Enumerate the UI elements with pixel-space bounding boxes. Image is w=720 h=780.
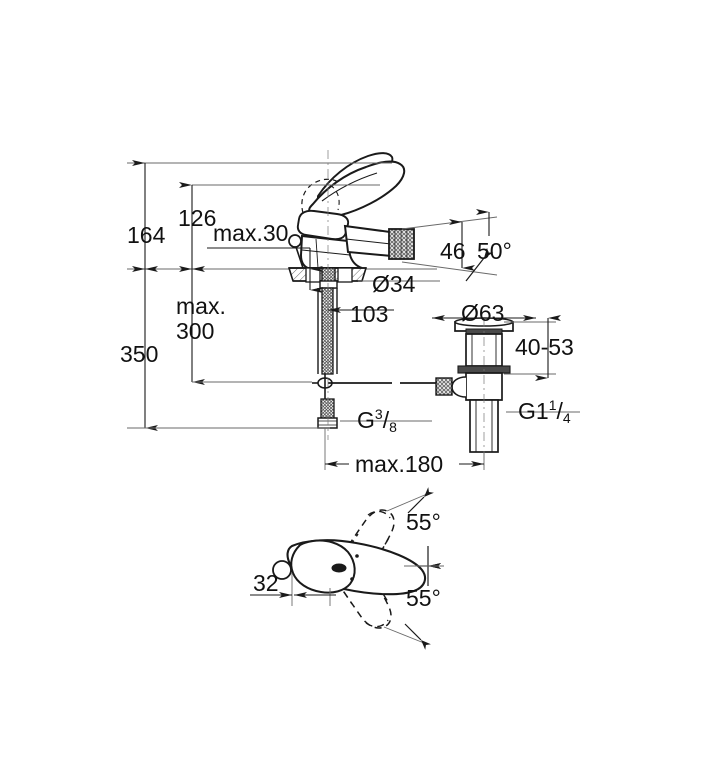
popup-lift-rod	[288, 234, 304, 269]
dimension-max30: max.30	[207, 220, 323, 293]
dimension-max180: max.180	[324, 428, 485, 477]
cartridge-cap	[296, 209, 350, 241]
popup-knob-plan	[272, 560, 292, 580]
leader-50deg	[465, 247, 494, 282]
dimension-max300: max. 300	[176, 266, 312, 385]
dim-label-max30: max.30	[213, 220, 288, 246]
popup-waste-assembly	[435, 317, 514, 470]
dimension-126: 126	[178, 182, 380, 272]
dimension-g114: G11/4	[506, 397, 580, 426]
dim-label-164: 164	[127, 222, 166, 248]
dim-label-d34: Ø34	[372, 271, 416, 297]
dim-label-32: 32	[253, 570, 279, 596]
dim-label-d63: Ø63	[461, 300, 504, 326]
dim-label-g114: G11/4	[518, 397, 571, 426]
supply-hose	[317, 287, 338, 375]
leader-55-upper	[407, 487, 434, 514]
ext-line-55-lower	[383, 626, 425, 644]
dim-label-126: 126	[178, 205, 216, 231]
handle-plan-body	[272, 539, 436, 596]
dim-label-350: 350	[120, 341, 158, 367]
dim-label-g38: G3/8	[357, 406, 397, 435]
faucet-side-elevation	[127, 150, 452, 440]
dim-label-max180: max.180	[355, 451, 443, 477]
dimension-50deg: 50°	[465, 209, 512, 282]
popup-rod-port-cap	[435, 377, 453, 396]
dim-label-40-53: 40-53	[515, 334, 574, 360]
g38-connector	[317, 398, 338, 429]
leader-55-lower	[404, 623, 431, 650]
aerator-outlet	[388, 228, 415, 260]
dim-label-46: 46	[440, 238, 466, 264]
lever-indicator-plan	[331, 563, 347, 573]
dimension-g38: G3/8	[340, 406, 432, 435]
dimension-d34: Ø34	[358, 271, 440, 297]
dimension-55deg-lower: 55°	[383, 563, 444, 650]
dimension-46: 46	[401, 216, 498, 276]
top-plan-view: 55° 55° 32	[250, 487, 444, 650]
dimension-55deg-upper: 55°	[386, 487, 441, 569]
lever-hidden-contour-2	[329, 184, 340, 211]
dimension-164: 164	[127, 160, 392, 272]
dim-label-max300-line1: max.	[176, 293, 226, 319]
dimension-32: 32	[250, 570, 336, 606]
dimension-103: 103	[328, 301, 394, 327]
ext-line-55-upper	[386, 493, 428, 512]
dim-label-50deg: 50°	[477, 238, 512, 264]
dim-label-max300-line2: 300	[176, 318, 214, 344]
dimension-d63: Ø63	[432, 300, 536, 326]
dim-label-103: 103	[350, 301, 388, 327]
lever-hidden-contour	[301, 178, 339, 214]
dimension-350: 350	[120, 266, 330, 431]
dim-label-55-upper: 55°	[406, 509, 441, 535]
mounting-stud	[319, 267, 338, 289]
dim-label-55-lower: 55°	[406, 585, 441, 611]
dimension-40-53: 40-53	[504, 315, 574, 381]
